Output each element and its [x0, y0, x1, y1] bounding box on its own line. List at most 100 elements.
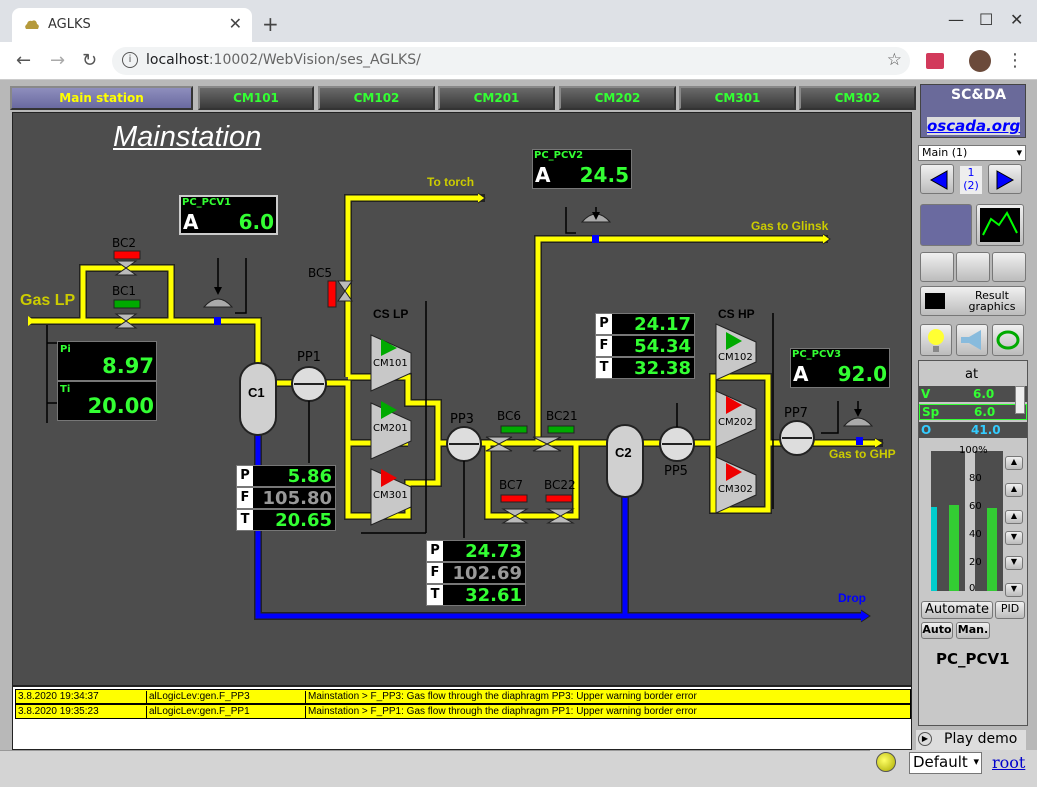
bc7-label: BC7	[499, 478, 524, 492]
step-down-button[interactable]: ▼	[1005, 556, 1023, 570]
close-tab-icon[interactable]: ✕	[228, 14, 242, 33]
cm202-label[interactable]: CM202	[718, 417, 753, 428]
tab-cm102[interactable]: CM102	[318, 86, 435, 110]
mnemonic-scheme: Mainstation Gas LP To torch Gas to Glins…	[12, 112, 912, 686]
automate-button[interactable]: Automate	[921, 601, 993, 619]
p-label: P	[596, 314, 612, 334]
url-input[interactable]: i localhost:10002/WebVision/ses_AGLKS/ ☆	[112, 47, 910, 75]
f-label: F	[237, 488, 253, 508]
group-view-button[interactable]	[920, 252, 954, 282]
forward-icon[interactable]: →	[50, 50, 66, 71]
step-up-button[interactable]: ▲	[1005, 483, 1023, 497]
pp3-label: PP3	[450, 412, 474, 427]
url-path: :10002/WebVision/ses_AGLKS/	[208, 52, 421, 68]
alarm-source: alLogicLev:gen.F_PP1	[146, 706, 250, 719]
graph-icon	[925, 293, 945, 309]
pp1-f-value: 105.80	[262, 488, 332, 509]
style-select[interactable]: Default▾	[909, 752, 982, 774]
scrollbar[interactable]	[1015, 386, 1025, 414]
mnemo-view-button[interactable]	[920, 204, 972, 246]
tab-cm202[interactable]: CM202	[559, 86, 676, 110]
tab-cm301[interactable]: CM301	[679, 86, 796, 110]
tab-cm302[interactable]: CM302	[799, 86, 916, 110]
cm302-label[interactable]: CM302	[718, 484, 753, 495]
user-link[interactable]: root	[992, 753, 1026, 772]
cm301-label[interactable]: CM301	[373, 490, 408, 501]
f-label: F	[596, 336, 612, 356]
pcv2-display[interactable]: PC_PCV2 A 24.5	[532, 149, 632, 189]
new-tab-icon[interactable]: +	[262, 12, 279, 36]
alarm-list[interactable]: 3.8.2020 19:34:37 alLogicLev:gen.F_PP3 M…	[12, 686, 912, 750]
gas-lp-label: Gas LP	[20, 292, 76, 309]
play-icon: ▶	[918, 732, 932, 746]
alarm-row[interactable]: 3.8.2020 19:35:23 alLogicLev:gen.F_PP1 M…	[15, 704, 911, 719]
play-demo-label: Play demo	[944, 731, 1018, 747]
tab-cm201[interactable]: CM201	[438, 86, 555, 110]
result-graphics-button[interactable]: Result graphics	[920, 286, 1026, 316]
sound-icon[interactable]	[992, 324, 1024, 356]
avatar[interactable]	[969, 50, 991, 72]
drop-label: Drop	[838, 591, 866, 605]
maximize-icon[interactable]: ☐	[979, 10, 994, 29]
extension-icon[interactable]	[926, 53, 944, 69]
cm201-label[interactable]: CM201	[373, 423, 408, 434]
cm102-label[interactable]: CM102	[718, 352, 753, 363]
menu-icon[interactable]: ⋮	[1006, 50, 1024, 71]
scale-label: 40	[969, 529, 982, 540]
cm101-label[interactable]: CM101	[373, 358, 408, 369]
o-label: O	[921, 423, 932, 437]
pcv3-mode: A	[793, 362, 809, 386]
cs-lp-label: CS LP	[373, 307, 409, 321]
info-icon[interactable]: i	[122, 52, 138, 68]
logo-link[interactable]: oscada.org	[927, 117, 1021, 135]
pp5-label: PP5	[664, 464, 688, 479]
tab-main-station[interactable]: Main station	[10, 86, 193, 110]
pp1-p-value: 5.86	[287, 466, 332, 487]
trend-view-button[interactable]	[976, 204, 1024, 246]
doc-view-button[interactable]	[992, 252, 1026, 282]
scale-label: 20	[969, 557, 982, 568]
v-bar	[931, 507, 937, 591]
page-total: (2)	[963, 179, 979, 192]
pid-button[interactable]: PID	[995, 601, 1025, 619]
step-down-fast-button[interactable]: ▼	[1005, 583, 1023, 597]
up-button[interactable]: ▲	[1005, 510, 1023, 524]
down-button[interactable]: ▼	[1005, 531, 1023, 545]
control-sidebar: SC&DA oscada.org Main (1)▾ 1(2) Result g…	[916, 82, 1030, 750]
alarm-indicator-icon[interactable]	[876, 752, 896, 772]
lamp-icon[interactable]	[920, 324, 952, 356]
alarm-time: 3.8.2020 19:34:37	[18, 691, 99, 702]
page-select[interactable]: Main (1)▾	[918, 145, 1026, 161]
pp7-label: PP7	[784, 406, 808, 421]
minimize-icon[interactable]: —	[948, 10, 964, 29]
reload-icon[interactable]: ↻	[82, 50, 98, 71]
gas-to-glinsk-label: Gas to Glinsk	[751, 219, 829, 233]
tab-strip: AGLKS ✕ + — ☐ ✕	[0, 0, 1037, 42]
bc1-label: BC1	[112, 284, 137, 298]
pipeline-diagram	[28, 192, 884, 623]
browser-tab[interactable]: AGLKS ✕	[12, 8, 252, 42]
horn-icon[interactable]	[956, 324, 988, 356]
pcv3-display[interactable]: PC_PCV3 A 92.0	[790, 348, 890, 388]
pcv3-value: 92.0	[837, 362, 887, 386]
pcv1-display[interactable]: PC_PCV1 A 6.0	[179, 195, 278, 235]
close-window-icon[interactable]: ✕	[1010, 10, 1024, 29]
v-label: V	[921, 387, 931, 401]
back-icon[interactable]: ←	[16, 50, 32, 71]
next-page-button[interactable]	[988, 164, 1022, 194]
star-icon[interactable]: ☆	[886, 50, 902, 70]
panel-view-button[interactable]	[956, 252, 990, 282]
tab-cm101[interactable]: CM101	[198, 86, 314, 110]
alarm-row[interactable]: 3.8.2020 19:34:37 alLogicLev:gen.F_PP3 M…	[15, 689, 911, 704]
to-torch-label: To torch	[427, 175, 475, 189]
prev-page-button[interactable]	[920, 164, 954, 194]
step-up-fast-button[interactable]: ▲	[1005, 456, 1023, 470]
play-demo-button[interactable]: ▶ Play demo	[916, 730, 1026, 750]
manual-button[interactable]: Man.	[956, 622, 990, 639]
auto-button[interactable]: Auto	[921, 622, 953, 639]
scale-label: 60	[969, 501, 982, 512]
